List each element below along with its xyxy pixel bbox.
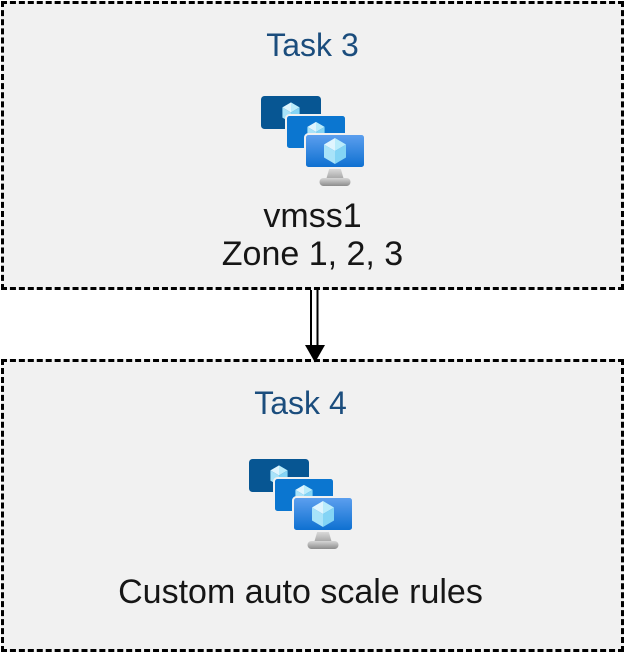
task4-caption: Custom auto scale rules: [118, 573, 483, 611]
task3-caption: vmss1 Zone 1, 2, 3: [222, 197, 403, 273]
vmss-name-label: vmss1: [263, 197, 362, 235]
arrowhead-icon: [305, 345, 325, 363]
task4-box: Task 4 Custom auto scale rules: [1, 359, 624, 652]
down-arrow-connector: [305, 290, 325, 363]
vm-scale-sets-icon-svg: [261, 96, 365, 190]
task3-box: Task 3 vmss1 Zone 1, 2, 3: [1, 1, 624, 290]
zones-label: Zone 1, 2, 3: [221, 235, 404, 273]
task3-title: Task 3: [266, 27, 359, 63]
vm-scale-sets-icon: [249, 459, 353, 553]
vm-scale-sets-icon-svg: [249, 459, 353, 553]
task4-title: Task 4: [254, 385, 347, 421]
vm-scale-sets-icon: [261, 96, 365, 190]
autoscale-rules-label: Custom auto scale rules: [118, 573, 483, 611]
